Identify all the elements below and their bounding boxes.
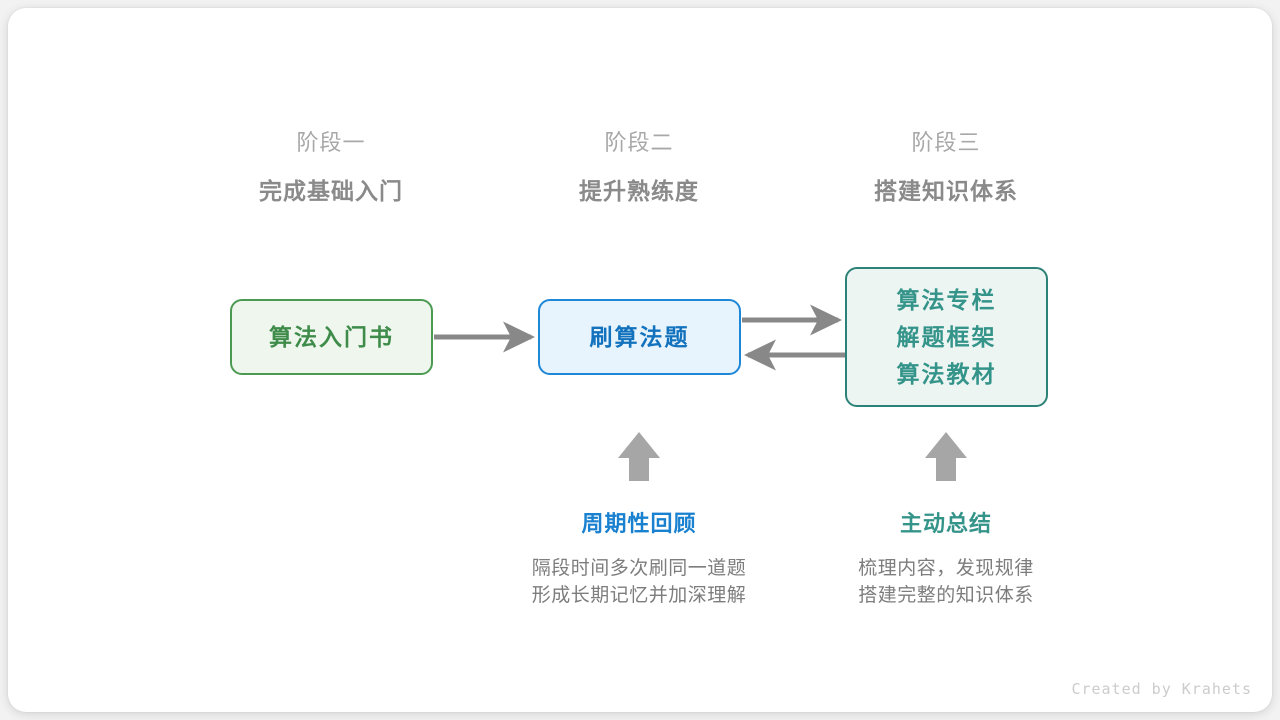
stage-title-2: 提升熟练度 — [579, 178, 699, 204]
credit-text: Created by Krahets — [1071, 680, 1252, 698]
stage-kicker-1: 阶段一 — [296, 130, 366, 155]
annotation-body-line: 搭建完整的知识体系 — [858, 585, 1034, 606]
node-line: 算法专栏 — [896, 286, 997, 313]
stage-kicker-3: 阶段三 — [911, 130, 981, 155]
stage-heading-2: 阶段二 提升熟练度 — [509, 128, 769, 206]
annotation-heading: 周期性回顾 — [581, 511, 697, 536]
annotation-body-line: 梳理内容，发现规律 — [858, 558, 1034, 579]
node-line: 刷算法题 — [589, 323, 690, 350]
annotation-heading: 主动总结 — [899, 511, 992, 536]
annotation-body-line: 隔段时间多次刷同一道题 — [531, 558, 747, 579]
annotation-body: 隔段时间多次刷同一道题 形成长期记忆并加深理解 — [489, 555, 789, 609]
stage-heading-3: 阶段三 搭建知识体系 — [816, 128, 1076, 206]
node-algorithm-intro-book[interactable]: 算法入门书 — [230, 299, 433, 375]
node-knowledge-resources[interactable]: 算法专栏 解题框架 算法教材 — [845, 267, 1048, 407]
annotation-active-summary: 主动总结 梳理内容，发现规律 搭建完整的知识体系 — [796, 509, 1096, 609]
node-line: 算法教材 — [896, 360, 997, 387]
annotation-body: 梳理内容，发现规律 搭建完整的知识体系 — [796, 555, 1096, 609]
annotation-body-line: 形成长期记忆并加深理解 — [531, 585, 747, 606]
stage-title-3: 搭建知识体系 — [874, 178, 1018, 204]
stage-title-1: 完成基础入门 — [259, 178, 403, 204]
annotation-periodic-review: 周期性回顾 隔段时间多次刷同一道题 形成长期记忆并加深理解 — [489, 509, 789, 609]
node-line: 解题框架 — [896, 323, 997, 350]
node-practice-problems[interactable]: 刷算法题 — [538, 299, 741, 375]
node-line: 算法入门书 — [269, 323, 394, 350]
stage-kicker-2: 阶段二 — [604, 130, 674, 155]
stage-heading-1: 阶段一 完成基础入门 — [201, 128, 461, 206]
